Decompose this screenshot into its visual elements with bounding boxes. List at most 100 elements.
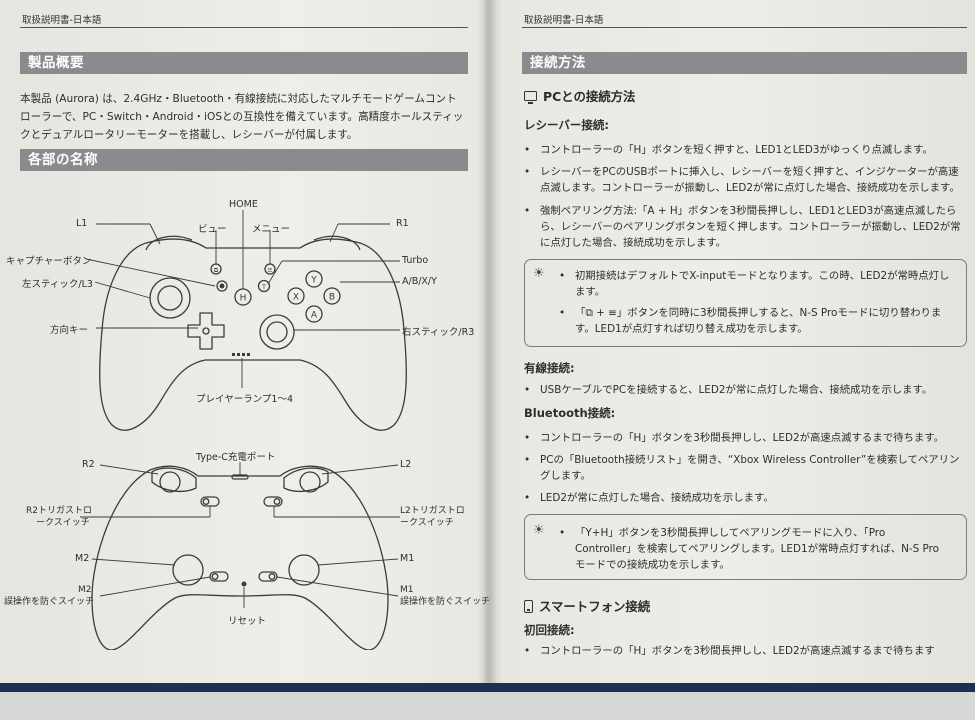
- label-reset: リセット: [228, 616, 267, 627]
- lightbulb-icon: ☀: [533, 523, 545, 538]
- h-letter: H: [240, 294, 247, 304]
- bullet-dot: •: [524, 432, 531, 444]
- center-fold: [483, 0, 497, 720]
- pc-connection-heading: PCとの接続方法: [524, 87, 635, 105]
- label-menu: メニュー: [252, 224, 291, 235]
- l2-trigger-shape: [299, 471, 321, 493]
- bullet-line: レシーバーをPCのUSBポートに挿入し、レシーバーを短く押すと、インジケーターが…: [540, 166, 959, 178]
- player-lamps-shape: [232, 353, 250, 356]
- left-bumper-shape: [145, 235, 193, 251]
- section-connection-title: 接続方法: [522, 52, 967, 74]
- lightbulb-icon: ☀: [533, 266, 545, 281]
- m2-lock-switch-shape: [209, 571, 229, 582]
- label-m1-lock: M1 誤操作を防ぐスイッチ: [400, 584, 490, 608]
- label-typec: Type-C充電ポート: [196, 452, 276, 463]
- y-button-shape: [305, 270, 323, 288]
- label-view: ビュー: [198, 224, 227, 235]
- right-bumper-shape: [313, 235, 361, 251]
- label-dpad: 方向キー: [50, 325, 89, 336]
- wired-heading: 有線接続:: [524, 361, 575, 375]
- bullet-text: 「⧉ + ≡」ボタンを同時に3秒間長押しすると、N-S Proモードに切り替わり…: [559, 305, 964, 337]
- bullet-dot: •: [524, 492, 531, 504]
- bullet-line: す。LED1が点灯すれば切り替え成功を示します。: [575, 323, 808, 335]
- label-left-stick: 左スティック/L3: [22, 279, 93, 290]
- label-r1: R1: [396, 218, 409, 229]
- bullet-text: 「Y+H」ボタンを3秒間長押ししてペアリングモードに入り、「Pro Contro…: [559, 525, 964, 573]
- bullet-dot: •: [524, 384, 531, 396]
- first-connection-bullet: • コントローラーの「H」ボタンを3秒間長押しし、LED2が高速点滅するまで待ち…: [524, 643, 972, 659]
- controller-diagram: H T Y X B A ≡ ⧉: [80, 210, 407, 650]
- tip-bullet: • 「⧉ + ≡」ボタンを同時に3秒間長押しすると、N-S Proモードに切り替…: [559, 305, 964, 337]
- bluetooth-bullet: • LED2が常に点灯した場合、接続成功を示します。: [524, 490, 972, 506]
- label-line: M1: [400, 585, 414, 595]
- bullet-line: 「⧉ + ≡」ボタンを同時に3秒間長押しすると、N-S Proモードに切り替わり…: [575, 307, 942, 319]
- overview-line: 本製品 (Aurora) は、2.4GHz・Bluetooth・有線接続に対応し…: [20, 93, 457, 105]
- bullet-line: Controller」を検索してペアリングします。LED1が常時点灯すれば、N-…: [575, 543, 940, 555]
- left-running-head: 取扱説明書-日本語: [22, 15, 102, 26]
- section-overview-title: 製品概要: [20, 52, 468, 74]
- bullet-dot: •: [524, 205, 531, 217]
- label-line: ークスイッチ: [400, 518, 454, 528]
- bullet-line: に点灯した場合、接続成功を示します。: [540, 237, 726, 249]
- bluetooth-heading: Bluetooth接続:: [524, 406, 616, 420]
- x-button-shape: [287, 287, 305, 305]
- bullet-line: PCの「Bluetooth接続リスト」を開き、“Xbox Wireless Co…: [540, 454, 960, 466]
- dpad-shape: [187, 312, 225, 350]
- view-glyph: ⧉: [214, 267, 219, 274]
- label-m2-lock: M2 誤操作を防ぐスイッチ: [4, 584, 94, 608]
- label-line: 誤操作を防ぐスイッチ: [4, 597, 95, 607]
- label-home: HOME: [229, 199, 258, 210]
- monitor-icon: [524, 91, 537, 104]
- footer-band: [0, 683, 975, 692]
- label-r2: R2: [82, 459, 95, 470]
- bullet-text: レシーバーをPCのUSBポートに挿入し、レシーバーを短く押すと、インジケーターが…: [524, 164, 972, 196]
- wired-bullet: • USBケーブルでPCを接続すると、LED2が常に点灯した場合、接続成功を示し…: [524, 382, 972, 398]
- bullet-text: 強制ペアリング方法:「A + H」ボタンを3秒間長押しし、LED1とLED3が高…: [524, 203, 972, 251]
- receiver-bullet: • 強制ペアリング方法:「A + H」ボタンを3秒間長押しし、LED1とLED3…: [524, 203, 972, 251]
- receiver-bullet: • コントローラーの「H」ボタンを短く押すと、LED1とLED3がゆっくり点滅し…: [524, 142, 972, 158]
- left-stick-shape: [149, 277, 191, 319]
- label-abxy: A/B/X/Y: [402, 276, 437, 287]
- label-turbo: Turbo: [402, 255, 429, 266]
- label-m2: M2: [75, 553, 90, 564]
- footer-strip: [0, 692, 975, 720]
- bullet-line: ます。: [575, 286, 606, 298]
- r2-trigger-shape: [159, 471, 181, 493]
- section-parts-title: 各部の名称: [20, 149, 468, 171]
- label-l2-trigger-switch: L2トリガストロ ークスイッチ: [400, 505, 465, 529]
- y-letter: Y: [310, 276, 317, 286]
- tip-box-2: ☀ • 「Y+H」ボタンを3秒間長押ししてペアリングモードに入り、「Pro Co…: [524, 514, 967, 580]
- tip-box-1: ☀ • 初期接続はデフォルトでX-inputモードとなります。この時、LED2が…: [524, 259, 967, 347]
- pc-heading-text: PCとの接続方法: [543, 89, 636, 104]
- bluetooth-bullet: • PCの「Bluetooth接続リスト」を開き、“Xbox Wireless …: [524, 452, 972, 484]
- smartphone-heading-text: スマートフォン接続: [539, 599, 651, 614]
- t-button-shape: [257, 279, 271, 293]
- overview-line: クとデュアルロータリーモーターを搭載し、レシーバーが付属します。: [20, 129, 358, 141]
- capture-button-shape: [216, 280, 228, 292]
- tip-bullet: • 初期接続はデフォルトでX-inputモードとなります。この時、LED2が常時…: [559, 268, 964, 300]
- bullet-dot: •: [559, 527, 566, 539]
- bullet-text: コントローラーの「H」ボタンを3秒間長押しし、LED2が高速点滅するまで待ちます: [540, 645, 935, 657]
- smartphone-icon: [524, 599, 533, 613]
- bullet-line: モードでの接続成功を示します。: [575, 559, 730, 571]
- label-l1: L1: [76, 218, 88, 229]
- smartphone-heading: スマートフォン接続: [524, 597, 650, 615]
- leader-lines: [80, 210, 400, 608]
- m2-paddle-shape: [172, 554, 204, 586]
- l2-trigger-switch-shape: [263, 496, 283, 507]
- bullet-dot: •: [524, 166, 531, 178]
- bullet-line: コントローラーの「H」ボタンを短く押すと、LED1とLED3がゆっくり点滅します…: [540, 144, 933, 156]
- back-controller-outline: [91, 465, 389, 650]
- tip-bullet: • 「Y+H」ボタンを3秒間長押ししてペアリングモードに入り、「Pro Cont…: [559, 525, 964, 573]
- bullet-line: 初期接続はデフォルトでX-inputモードとなります。この時、LED2が常時点灯…: [575, 270, 950, 282]
- label-capture: キャプチャーボタン: [6, 256, 92, 267]
- label-l2: L2: [400, 459, 412, 470]
- left-page: 取扱説明書-日本語 製品概要 本製品 (Aurora) は、2.4GHz・Blu…: [0, 0, 490, 683]
- receiver-bullet: • レシーバーをPCのUSBポートに挿入し、レシーバーを短く押すと、インジケータ…: [524, 164, 972, 196]
- bullet-line: 「Y+H」ボタンを3秒間長押ししてペアリングモードに入り、「Pro: [575, 527, 886, 539]
- bullet-dot: •: [524, 645, 531, 657]
- m1-paddle-shape: [288, 554, 320, 586]
- bullet-line: 点滅します。コントローラーが振動し、LED2が常に点灯した場合、接続成功を示しま…: [540, 182, 960, 194]
- typec-port-shape: [231, 474, 249, 480]
- bullet-line: 強制ペアリング方法:「A + H」ボタンを3秒間長押しし、LED1とLED3が高…: [540, 205, 957, 217]
